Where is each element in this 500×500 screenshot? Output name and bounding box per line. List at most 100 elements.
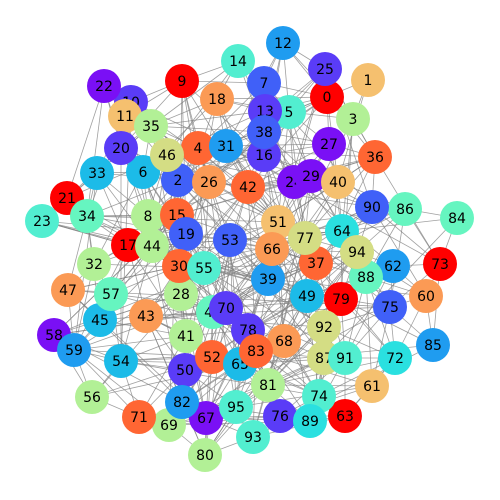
node-label: 33 <box>88 166 106 182</box>
node-label: 86 <box>396 202 414 218</box>
graph-node: 4 <box>181 131 215 165</box>
node-label: 12 <box>274 36 292 52</box>
graph-node: 63 <box>328 399 362 433</box>
graph-edge <box>168 415 281 426</box>
graph-node: 44 <box>135 229 169 263</box>
node-circle <box>293 404 327 438</box>
graph-node: 66 <box>255 232 289 266</box>
graph-node: 70 <box>209 291 243 325</box>
node-circle <box>416 328 450 362</box>
graph-node: 71 <box>122 400 156 434</box>
node-circle <box>162 249 196 283</box>
node-label: 0 <box>323 90 332 106</box>
node-label: 51 <box>269 215 287 231</box>
graph-node: 11 <box>108 99 142 133</box>
node-circle <box>255 232 289 266</box>
node-circle <box>310 80 344 114</box>
node-label: 20 <box>112 141 130 157</box>
node-label: 44 <box>143 239 161 255</box>
graph-node: 30 <box>162 249 196 283</box>
node-label: 89 <box>301 414 319 430</box>
graph-node: 59 <box>57 333 91 367</box>
graph-node: 60 <box>409 279 443 313</box>
node-label: 95 <box>227 400 245 416</box>
node-circle <box>239 334 273 368</box>
node-circle <box>376 249 410 283</box>
node-circle <box>108 99 142 133</box>
node-circle <box>263 399 297 433</box>
node-label: 74 <box>310 389 328 405</box>
node-circle <box>355 190 389 224</box>
node-label: 6 <box>139 165 148 181</box>
graph-node: 41 <box>169 319 203 353</box>
node-label: 30 <box>170 259 188 275</box>
node-label: 41 <box>177 329 195 345</box>
graph-node: 0 <box>310 80 344 114</box>
graph-edge <box>365 276 373 387</box>
node-label: 25 <box>316 62 334 78</box>
node-circle <box>165 385 199 419</box>
node-label: 47 <box>59 283 77 299</box>
node-circle <box>336 102 370 136</box>
graph-node: 57 <box>94 277 128 311</box>
graph-edge <box>203 267 285 342</box>
graph-edge <box>145 186 249 317</box>
graph-node: 47 <box>51 273 85 307</box>
node-label: 2 <box>174 173 183 189</box>
node-label: 45 <box>91 313 109 329</box>
node-label: 8 <box>144 209 153 225</box>
node-circle <box>290 279 324 313</box>
graph-node: 35 <box>134 109 168 143</box>
graph-node: 91 <box>328 341 362 375</box>
graph-node: 67 <box>189 401 223 435</box>
node-circle <box>219 390 253 424</box>
node-label: 71 <box>130 410 148 426</box>
graph-node: 51 <box>261 205 295 239</box>
graph-node: 61 <box>355 369 389 403</box>
node-label: 7 <box>260 76 269 92</box>
graph-node: 20 <box>104 131 138 165</box>
node-circle <box>340 235 374 269</box>
graph-node: 43 <box>129 299 163 333</box>
graph-node: 49 <box>290 279 324 313</box>
node-label: 72 <box>386 351 404 367</box>
graph-node: 73 <box>423 247 457 281</box>
node-label: 77 <box>296 231 314 247</box>
node-label: 82 <box>173 395 191 411</box>
node-label: 5 <box>285 105 294 121</box>
node-circle <box>94 277 128 311</box>
graph-edge <box>150 125 265 133</box>
graph-node: 34 <box>70 199 104 233</box>
node-label: 59 <box>65 343 83 359</box>
node-label: 60 <box>417 289 435 305</box>
node-circle <box>351 63 385 97</box>
graph-edge <box>178 186 249 267</box>
node-label: 75 <box>381 300 399 316</box>
graph-node: 76 <box>263 399 297 433</box>
graph-node: 79 <box>324 282 358 316</box>
graph-node: 38 <box>247 115 281 149</box>
node-circle <box>111 228 145 262</box>
node-label: 61 <box>363 379 381 395</box>
graph-node: 7 <box>247 66 281 100</box>
node-label: 83 <box>247 344 265 360</box>
graph-node: 72 <box>378 341 412 375</box>
node-label: 29 <box>302 169 320 185</box>
graph-node: 84 <box>440 201 474 235</box>
node-label: 35 <box>142 119 160 135</box>
node-label: 49 <box>298 289 316 305</box>
node-label: 53 <box>221 233 239 249</box>
node-circle <box>77 247 111 281</box>
graph-edge <box>166 60 239 156</box>
graph-edge <box>93 171 144 265</box>
node-label: 70 <box>217 301 235 317</box>
node-circle <box>188 438 222 472</box>
node-circle <box>324 282 358 316</box>
node-label: 63 <box>336 409 354 425</box>
graph-node: 83 <box>239 334 273 368</box>
node-label: 3 <box>349 112 358 128</box>
graph-node: 18 <box>200 82 234 116</box>
node-label: 43 <box>137 309 155 325</box>
node-circle <box>213 223 247 257</box>
graph-node: 46 <box>150 138 184 172</box>
